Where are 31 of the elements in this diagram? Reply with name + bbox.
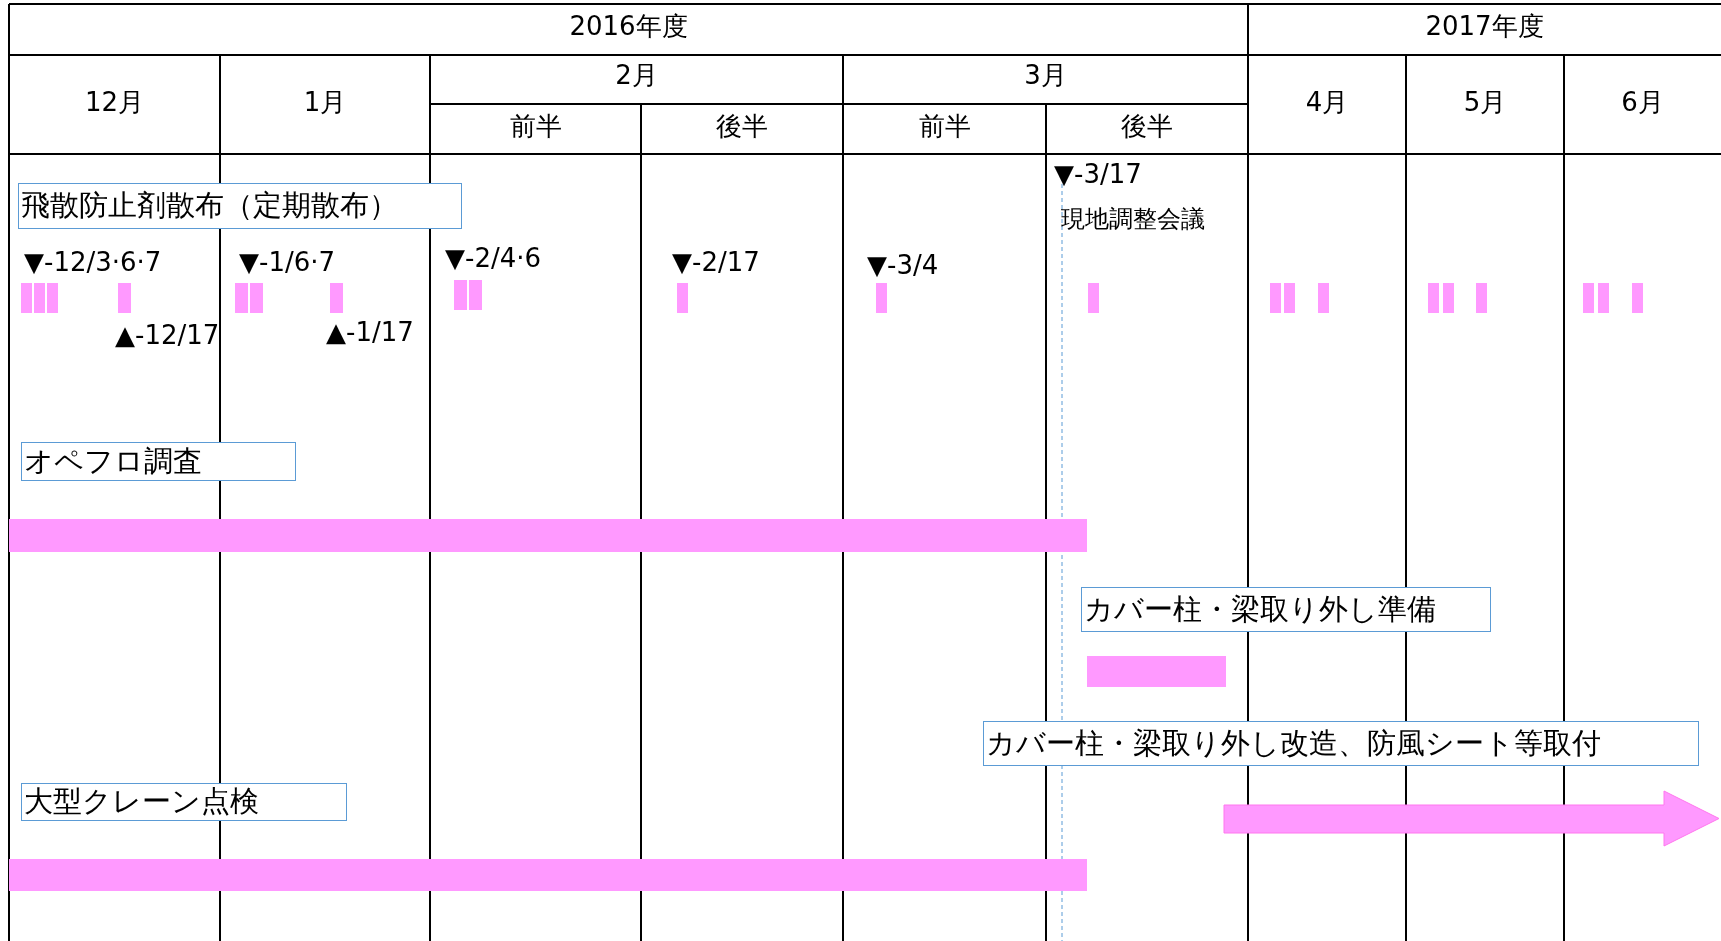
schedule-arrow [1223,790,1720,847]
month-header: 6月 [1620,88,1665,117]
task-label: カバー柱・梁取り外し準備 [1081,587,1491,632]
task-label: 飛散防止剤散布（定期散布） [18,183,462,229]
meeting-label: 現地調整会議 [1061,206,1205,233]
date-marker: ▲-1/17 [326,318,414,347]
task-label: カバー柱・梁取り外し改造、防風シート等取付 [983,721,1699,766]
year-header: 2017年度 [1424,12,1545,41]
month-header: 1月 [302,88,348,117]
schedule-bar [9,519,1087,552]
schedule-bar [9,859,1087,891]
half-month-header: 前半 [917,112,972,141]
month-header: 3月 [1023,61,1068,90]
date-marker: ▼-1/6·7 [239,248,336,277]
month-header: 2月 [614,61,659,90]
month-header: 4月 [1304,88,1350,117]
date-marker: ▼-2/17 [672,248,760,277]
month-header: 5月 [1462,88,1508,117]
date-marker: ▲-12/17 [115,321,220,350]
month-header: 12月 [83,88,146,117]
half-month-header: 後半 [715,112,769,141]
year-header: 2016年度 [568,12,689,41]
task-label: 大型クレーン点検 [21,783,347,821]
schedule-bar [1087,656,1226,687]
date-marker: ▼-12/3·6·7 [24,248,162,277]
date-marker: ▼-3/4 [867,251,939,280]
half-month-header: 前半 [508,112,563,141]
date-marker: ▼-3/17 [1054,160,1142,189]
half-month-header: 後半 [1120,112,1174,141]
date-marker: ▼-2/4·6 [445,244,542,273]
task-label: オペフロ調査 [21,442,296,481]
